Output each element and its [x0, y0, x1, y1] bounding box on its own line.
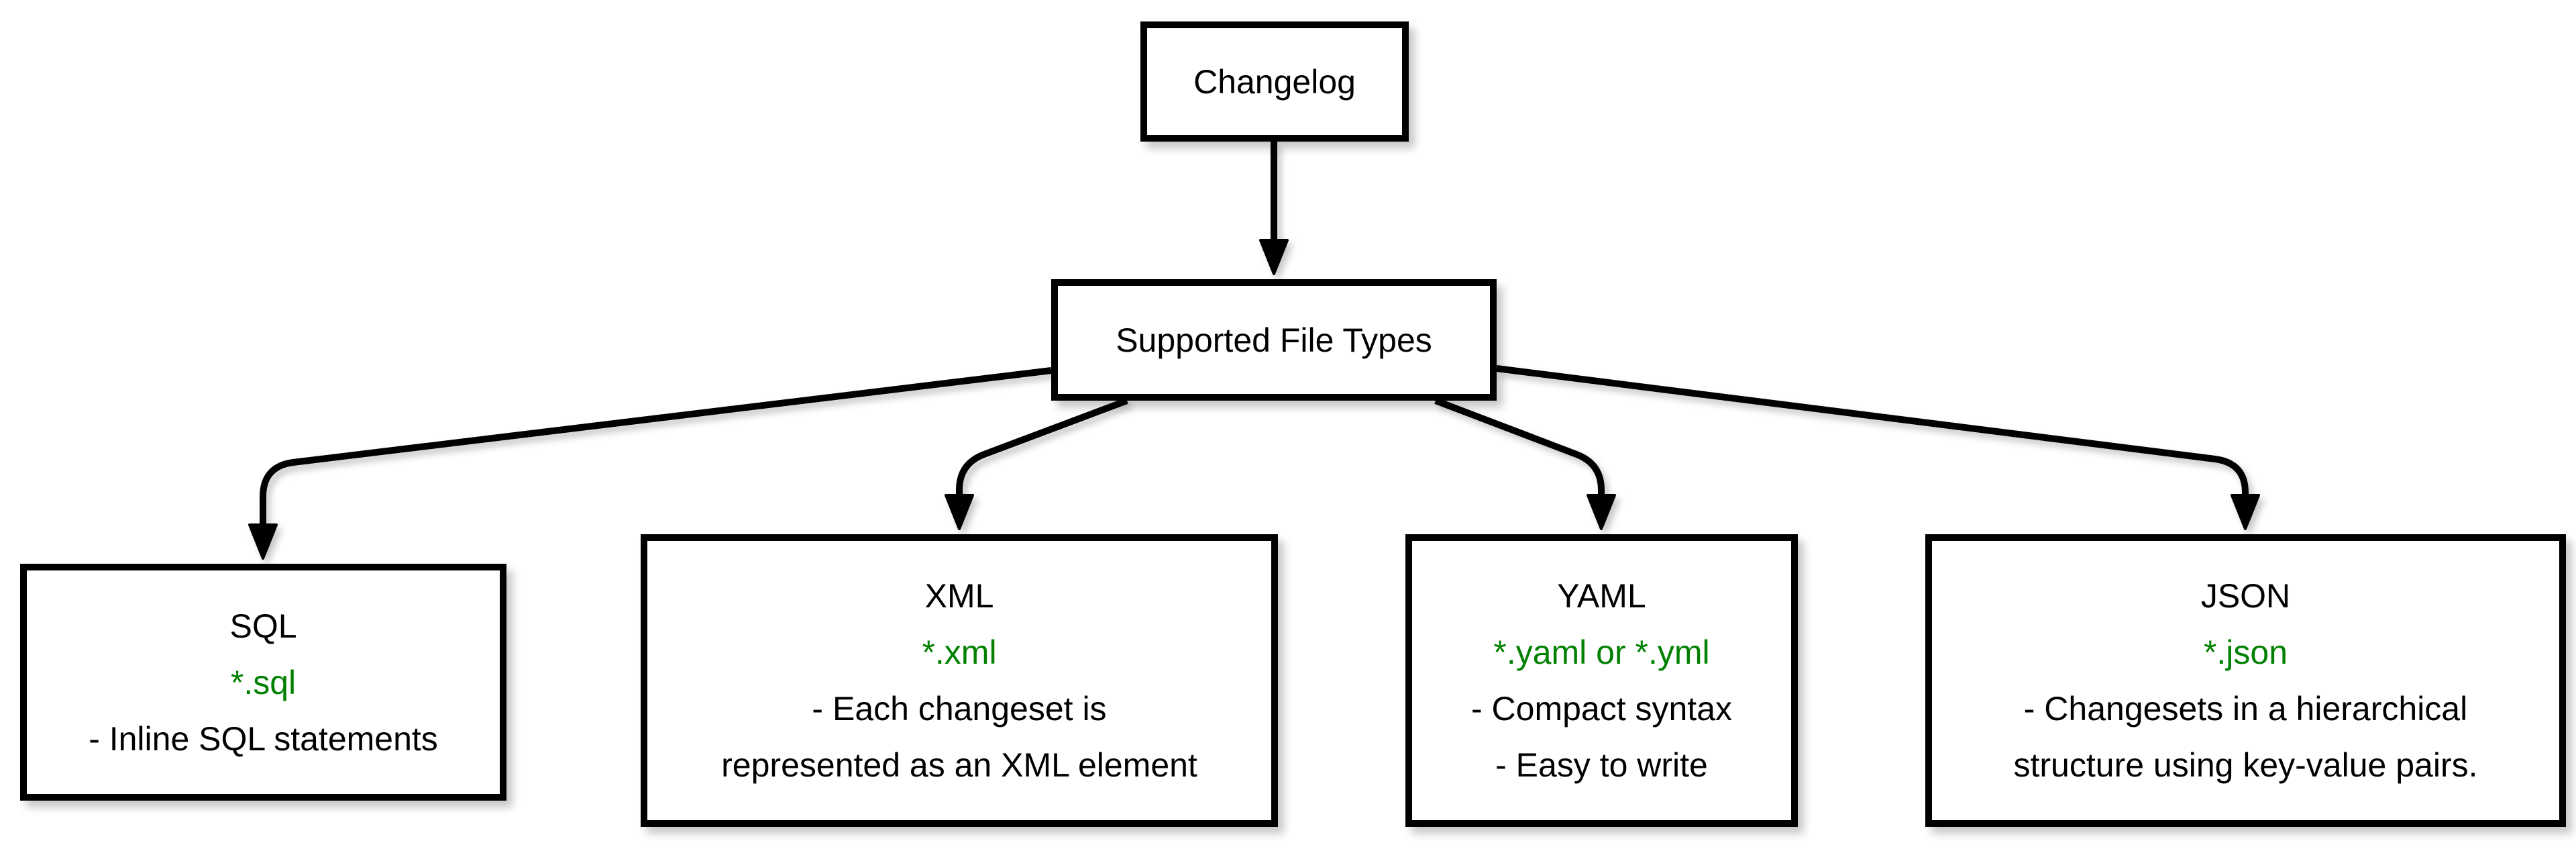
xml-title: XML [924, 577, 994, 615]
node-sql: SQL *.sql - Inline SQL statements [20, 564, 506, 801]
node-supported-file-types: Supported File Types [1051, 279, 1497, 401]
edge-supported-to-xml [945, 397, 1128, 530]
yaml-title: YAML [1557, 577, 1646, 615]
xml-description: - Each changeset is represented as an XM… [721, 690, 1197, 784]
yaml-description: - Compact syntax - Easy to write [1470, 690, 1732, 784]
sql-extension: *.sql [230, 663, 297, 701]
node-yaml: YAML *.yaml or *.yml - Compact syntax - … [1405, 534, 1798, 827]
sql-description: - Inline SQL statements [89, 719, 438, 758]
edge-supported-to-json [1496, 365, 2260, 530]
json-extension: *.json [2203, 634, 2288, 671]
edge-supported-to-yaml [1434, 397, 1616, 530]
node-xml: XML *.xml - Each changeset is represente… [641, 534, 1278, 827]
yaml-extension: *.yaml or *.yml [1493, 634, 1710, 671]
changelog-label: Changelog [1193, 62, 1356, 101]
xml-extension: *.xml [922, 634, 997, 671]
json-title: JSON [2200, 577, 2291, 615]
edge-supported-to-sql [248, 367, 1052, 560]
node-json: JSON *.json - Changesets in a hierarchic… [1925, 534, 2566, 827]
supported-file-types-label: Supported File Types [1116, 321, 1432, 359]
edge-changelog-to-supported [1259, 142, 1289, 275]
sql-title: SQL [229, 607, 297, 645]
node-changelog: Changelog [1140, 21, 1409, 142]
json-description: - Changesets in a hierarchical structure… [2013, 690, 2478, 784]
